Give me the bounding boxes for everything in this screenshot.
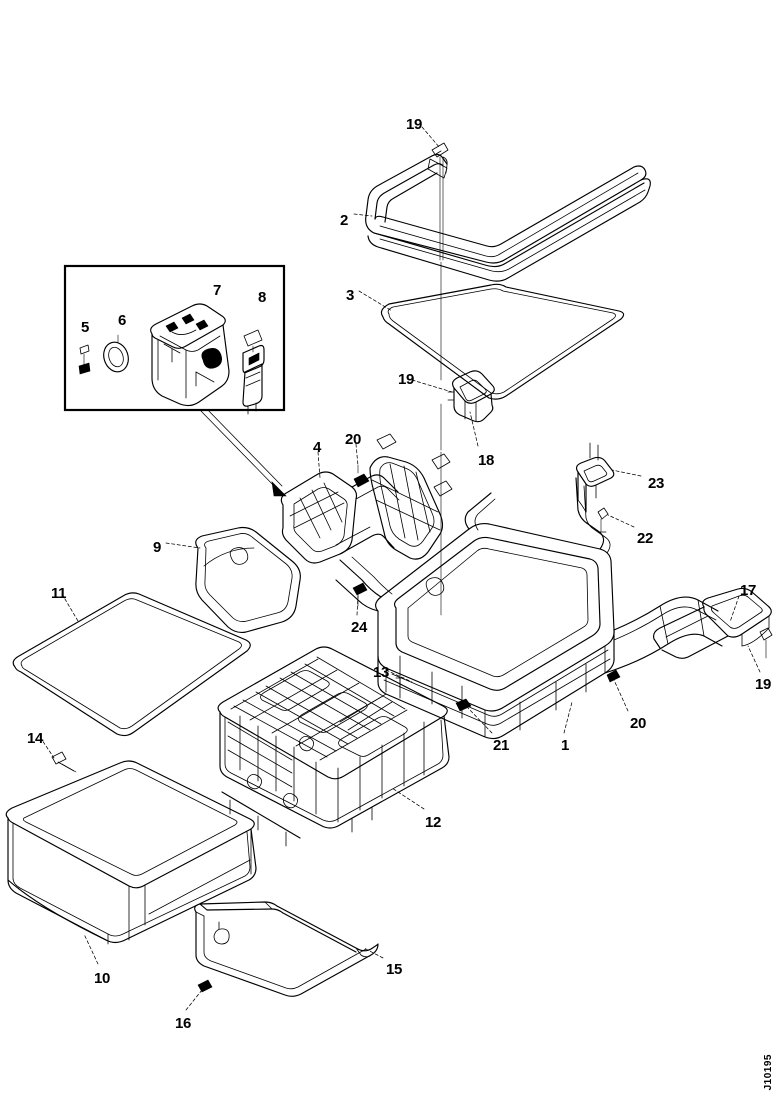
callout-19-top: 19 (406, 116, 422, 133)
callout-18: 18 (478, 452, 494, 469)
detail-box-inset (63, 264, 286, 415)
callout-20-upper: 20 (345, 431, 361, 448)
callout-24: 24 (351, 619, 367, 636)
part-8-valve-cartridge (242, 329, 265, 415)
callout-1: 1 (561, 737, 569, 754)
part-17-rear-mount-bracket (653, 587, 772, 659)
part-20-nut-fasteners (353, 464, 621, 683)
callout-2: 2 (340, 212, 348, 229)
callout-22: 22 (637, 530, 653, 547)
callout-11: 11 (51, 585, 67, 602)
callout-12: 12 (425, 814, 441, 831)
leader-lines (39, 126, 761, 1011)
part-23-latch-handle-bracket (575, 442, 615, 513)
part-9-side-shroud-cover (195, 526, 301, 634)
part-3-backrest-cushion-pad (380, 283, 625, 400)
callout-16: 16 (175, 1015, 191, 1032)
callout-20-lower: 20 (630, 715, 646, 732)
callout-4: 4 (313, 439, 321, 456)
part-11-seat-cushion-pad (12, 592, 251, 737)
part-18-hinge-bracket (447, 370, 495, 423)
part-1-seat-cushion-frame (335, 477, 723, 740)
callout-7: 7 (213, 282, 221, 299)
part-2-backrest-tube-frame (365, 150, 651, 282)
callout-17: 17 (740, 582, 756, 599)
callout-23: 23 (648, 475, 664, 492)
callout-8: 8 (258, 289, 266, 306)
part-14-bolt-fastener (51, 751, 77, 773)
callout-21: 21 (493, 737, 509, 754)
part-19-bolt-fasteners (431, 142, 773, 659)
part-12-suspension-slide-rail-assembly (217, 646, 450, 847)
drawing-code: J10195 (763, 1053, 774, 1090)
part-21-clip-retainer (455, 698, 472, 712)
callout-13: 13 (373, 664, 389, 681)
part-15-front-skirt-trim (194, 901, 379, 997)
callout-19-mid: 19 (398, 371, 414, 388)
callout-3: 3 (346, 287, 354, 304)
callout-14: 14 (27, 730, 43, 747)
callout-6: 6 (118, 312, 126, 329)
callout-19-right: 19 (755, 676, 771, 693)
part-22-spacer-bushing (597, 507, 609, 533)
part-16-screw-fastener (197, 979, 213, 993)
callout-10: 10 (94, 970, 110, 987)
part-6-washer-ring (103, 334, 129, 373)
part-5-pin-fastener (78, 344, 91, 375)
part-4-armrest-bracket-assembly (280, 433, 453, 564)
part-7-control-switch-housing (150, 303, 230, 407)
callout-5: 5 (81, 319, 89, 336)
callout-9: 9 (153, 539, 161, 556)
callout-15: 15 (386, 961, 402, 978)
part-10-lower-seat-pan-tray (5, 760, 257, 945)
